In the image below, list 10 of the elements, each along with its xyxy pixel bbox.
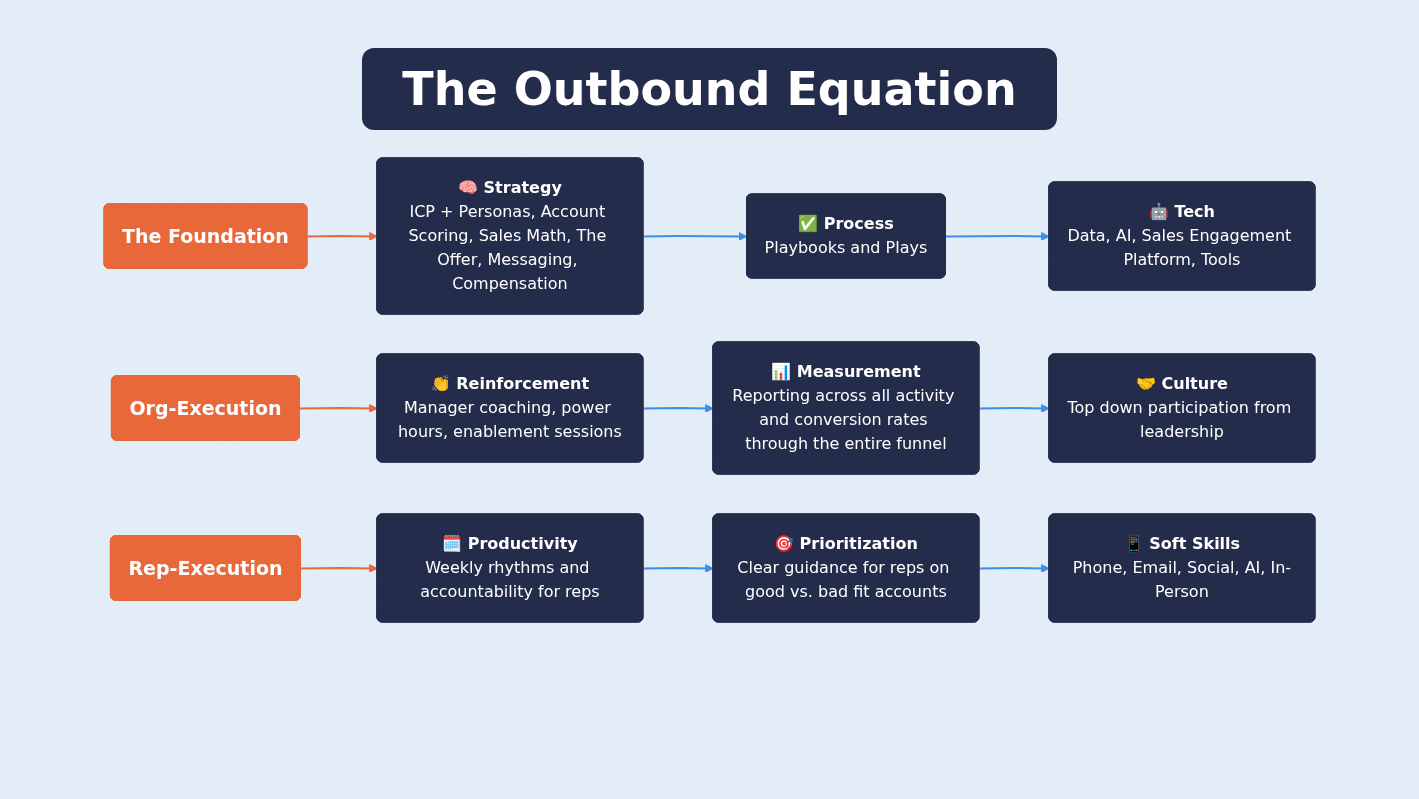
arrow xyxy=(300,564,378,573)
arrow xyxy=(978,404,1050,413)
arrow xyxy=(642,404,714,413)
arrow xyxy=(944,232,1050,241)
arrow xyxy=(978,564,1050,573)
title-banner: The Outbound Equation xyxy=(362,48,1057,130)
arrow xyxy=(642,232,748,241)
arrow xyxy=(299,404,378,413)
arrow xyxy=(642,564,714,573)
arrow xyxy=(306,232,378,241)
